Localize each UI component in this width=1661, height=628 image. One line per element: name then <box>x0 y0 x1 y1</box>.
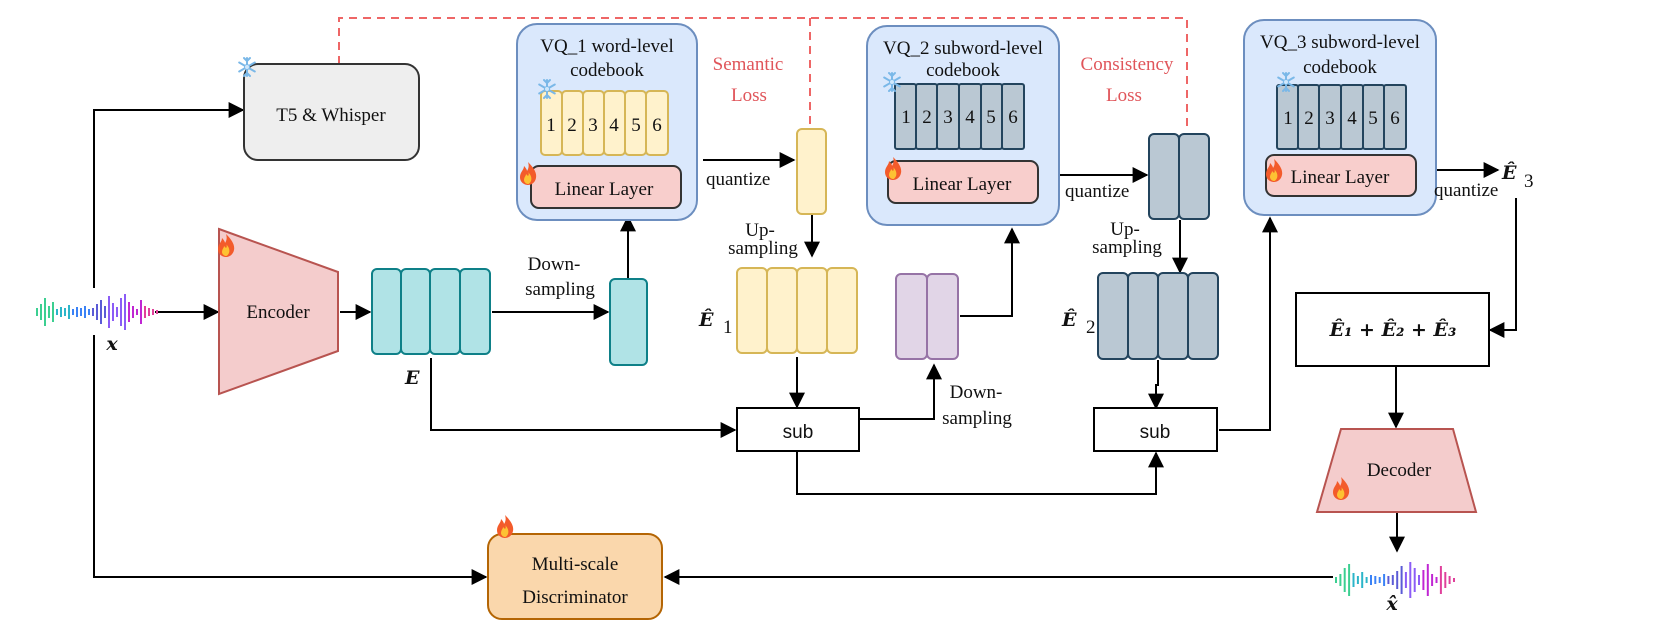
vq3-title-line2: codebook <box>1303 57 1377 78</box>
input-x-label: x <box>105 333 118 355</box>
decoder-block: Decoder <box>1315 428 1478 513</box>
vq2-title-line1: VQ_2 subword-level <box>883 38 1043 59</box>
vq1-codebook <box>540 90 669 156</box>
vq3-block: VQ_3 subword-level codebook 1 2 3 4 5 6 … <box>1243 19 1437 216</box>
sub-block-1 <box>736 407 860 452</box>
vq2-code-2: 2 <box>922 107 932 128</box>
vq3-code-6: 6 <box>1390 108 1400 129</box>
up-sampling-label-2b: sampling <box>1092 237 1162 258</box>
E3-hat-label: Ê <box>1501 161 1517 184</box>
latent-E <box>371 268 491 355</box>
encoder-label: Encoder <box>246 302 310 323</box>
quantized-yellow-vector <box>796 128 827 215</box>
vq1-code-4: 4 <box>609 115 619 136</box>
down-sampling-label-2a: Down- <box>950 382 1003 403</box>
sub-block-2 <box>1093 407 1218 452</box>
vq1-code-3: 3 <box>588 115 598 136</box>
downsampled-teal-vector <box>609 278 648 366</box>
vq1-code-1: 1 <box>546 115 556 136</box>
vq1-code-6: 6 <box>652 115 662 136</box>
sum-block <box>1295 292 1490 367</box>
t5-whisper-block: T5 & Whisper <box>238 57 420 161</box>
vq1-code-5: 5 <box>631 115 641 136</box>
vq3-title-line1: VQ_3 subword-level <box>1260 32 1420 53</box>
output-x-hat-label: x̂ <box>1385 593 1398 615</box>
up-sampling-label-1b: sampling <box>728 238 798 259</box>
E2-hat-label: Ê <box>1061 308 1077 331</box>
vq1-linear-label: Linear Layer <box>555 179 654 200</box>
vq2-title-line2: codebook <box>926 60 1000 81</box>
quantize-label-3: quantize <box>1434 180 1498 201</box>
vq2-linear-label: Linear Layer <box>913 174 1012 195</box>
vq3-code-1: 1 <box>1283 108 1293 129</box>
E-label: E <box>404 367 420 389</box>
discriminator-label-line2: Discriminator <box>522 587 628 608</box>
vq1-code-2: 2 <box>567 115 577 136</box>
down-sampling-label-1b: sampling <box>525 279 595 300</box>
vq2-block: VQ_2 subword-level codebook 1 2 3 4 5 6 … <box>866 25 1060 226</box>
quantize-label-2: quantize <box>1065 181 1129 202</box>
E2-hat-subscript: 2 <box>1086 317 1096 338</box>
input-waveform <box>36 294 158 330</box>
vq3-code-3: 3 <box>1325 108 1335 129</box>
vq3-linear-label: Linear Layer <box>1291 167 1390 188</box>
vq2-code-1: 1 <box>901 107 911 128</box>
latent-E1-hat <box>736 267 858 354</box>
vq3-code-2: 2 <box>1304 108 1314 129</box>
vq1-title-line2: codebook <box>570 60 644 81</box>
down-sampling-label-2b: sampling <box>942 408 1012 429</box>
vq2-codebook <box>894 83 1025 150</box>
output-waveform <box>1335 562 1455 598</box>
sum-label: Ê₁ + Ê₂ + Ê₃ <box>1329 318 1457 341</box>
E3-hat-subscript: 3 <box>1524 171 1534 192</box>
sub-label-2: sub <box>1140 422 1171 443</box>
encoder-block: Encoder <box>218 227 339 396</box>
vq1-title-line1: VQ_1 word-level <box>540 36 674 57</box>
consistency-loss-label-a: Consistency <box>1081 54 1174 75</box>
vq2-code-3: 3 <box>943 107 953 128</box>
discriminator-block: Multi-scale Discriminator <box>487 515 663 620</box>
vq2-code-4: 4 <box>965 107 975 128</box>
vq2-code-6: 6 <box>1008 107 1018 128</box>
t5-whisper-label: T5 & Whisper <box>276 105 386 126</box>
quantize-label-1: quantize <box>706 169 770 190</box>
up-sampling-label-2a: Up- <box>1110 219 1140 240</box>
latent-E2-hat <box>1097 272 1219 360</box>
downsampled-purple-vector <box>895 273 959 360</box>
up-sampling-label-1a: Up- <box>745 220 775 241</box>
semantic-loss-label-a: Semantic <box>713 54 784 75</box>
vq1-block: VQ_1 word-level codebook 1 2 3 4 5 6 Lin… <box>516 23 698 221</box>
semantic-loss-label-b: Loss <box>731 85 767 106</box>
vq3-code-4: 4 <box>1347 108 1357 129</box>
sub-label-1: sub <box>783 422 814 443</box>
loss-dashed-lines <box>338 17 1188 130</box>
E1-hat-label: Ê <box>698 308 714 331</box>
down-sampling-label-1a: Down- <box>528 254 581 275</box>
discriminator-label-line1: Multi-scale <box>532 554 619 575</box>
vq3-codebook <box>1276 84 1407 150</box>
quantized-slate-vector <box>1148 133 1210 220</box>
fire-icon <box>497 515 514 538</box>
consistency-loss-label-b: Loss <box>1106 85 1142 106</box>
vq3-code-5: 5 <box>1368 108 1378 129</box>
vq2-code-5: 5 <box>986 107 996 128</box>
decoder-label: Decoder <box>1367 460 1432 481</box>
E1-hat-subscript: 1 <box>723 317 733 338</box>
connectors <box>93 102 1517 585</box>
